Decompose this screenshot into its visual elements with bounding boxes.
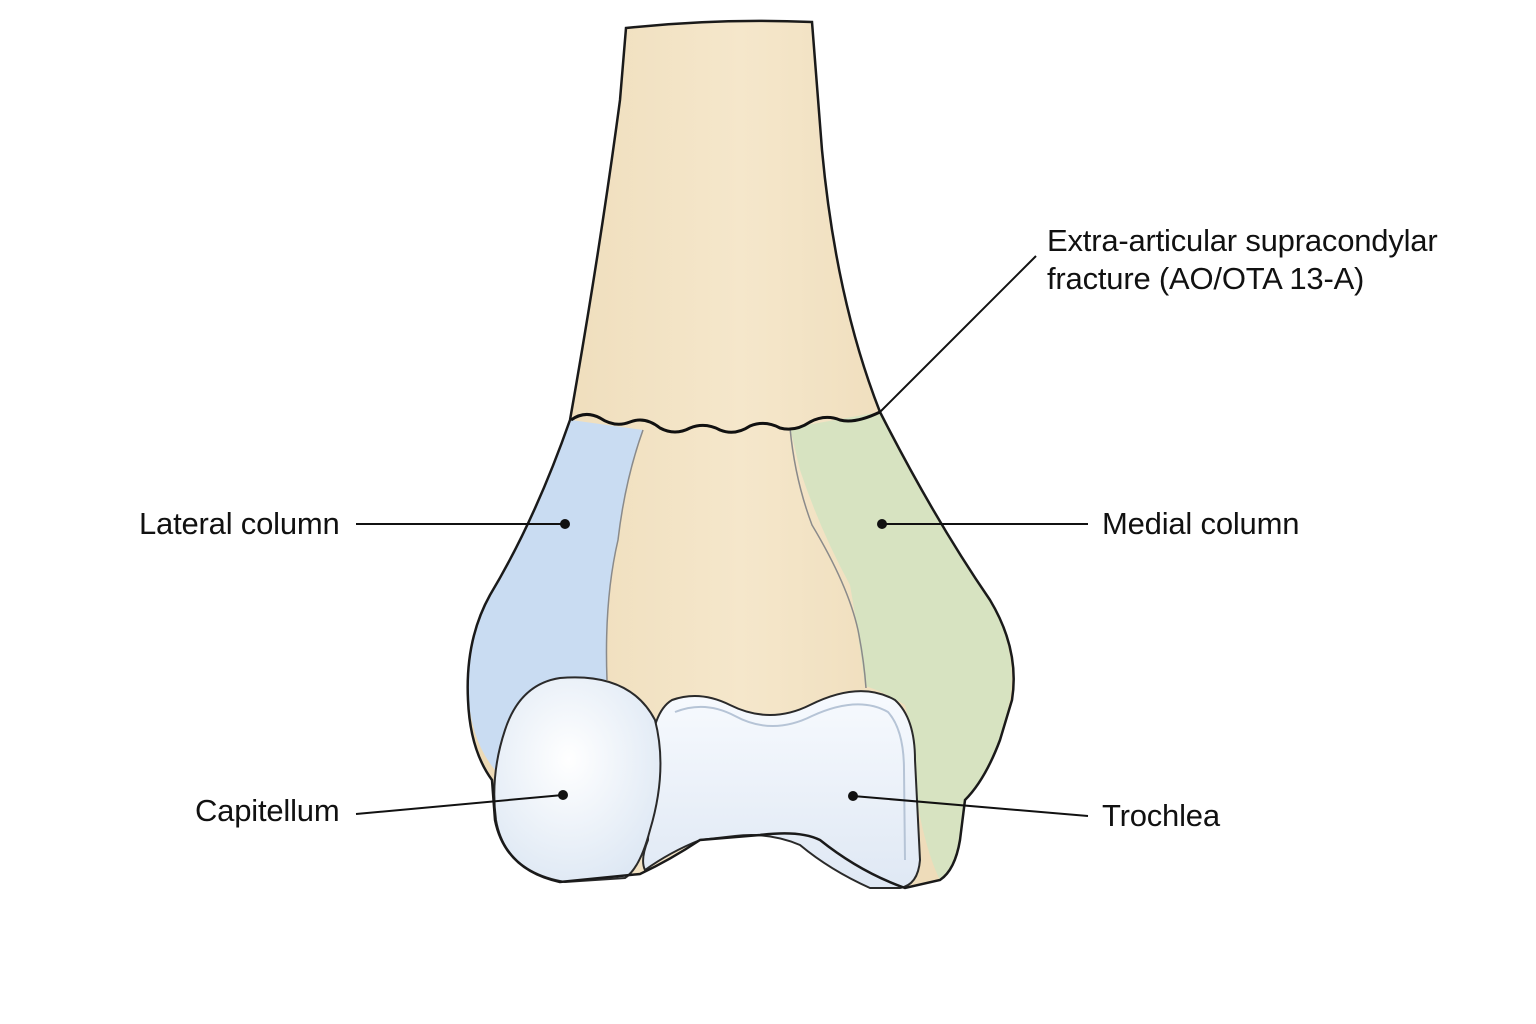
lateral-column-label: Lateral column [139,506,340,541]
lateral-column-region [467,420,643,770]
trochlea-leader-line [852,795,1089,817]
fracture-leader-line [879,255,1037,413]
bone-outline [466,19,1015,890]
fracture-line [570,410,881,434]
fracture-label: Extra-articular supracondylar fracture (… [1047,222,1438,298]
medial-column-region [790,412,1012,880]
trochlea-surface [642,690,922,889]
medial-column-label: Medial column [1102,506,1300,541]
fracture-label-line1: Extra-articular supracondylar [1047,223,1438,258]
lateral-column-boundary [605,429,644,681]
capitellum-leader-line [355,794,564,815]
fracture-label-line2: fracture (AO/OTA 13-A) [1047,261,1365,296]
lateral-column-marker [560,519,570,529]
capitellum-label: Capitellum [195,793,340,828]
medial-column-boundary [789,427,867,689]
capitellum-surface [493,676,662,884]
trochlea-label: Trochlea [1102,798,1220,833]
trochlea-inner-rim [674,703,906,861]
medial-column-marker [877,519,887,529]
trochlea-marker [848,791,858,801]
capitellum-marker [558,790,568,800]
